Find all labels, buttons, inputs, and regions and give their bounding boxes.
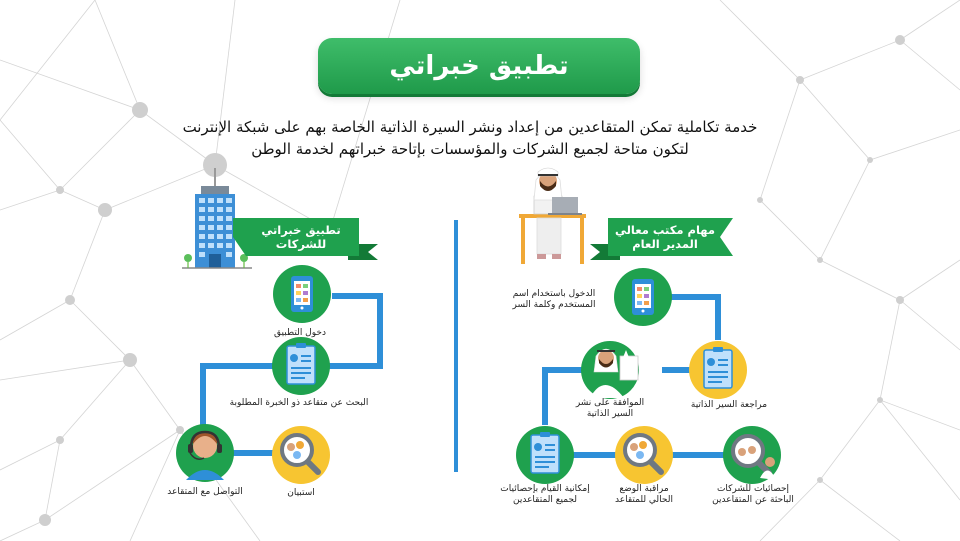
right-step-4-label-line-2: الباحثة عن المتقاعدين (712, 495, 794, 505)
right-step-2-circle (689, 341, 747, 399)
right-step-5-label-line-1: مراقبة الوضع (619, 484, 669, 494)
right-step-2-label: مراجعة السير الذاتية (684, 400, 774, 411)
right-step-3-label-line-1: الموافقة على نشر (575, 398, 645, 408)
left-step-3-label: استبيان (287, 488, 315, 498)
right-step-3-label-line-2: السير الذاتية (586, 409, 634, 419)
man-at-desk-icon (519, 167, 586, 264)
right-step-2-label-line-1: مراجعة السير الذاتية (690, 400, 768, 410)
left-step-1-label: دخول التطبيق (274, 328, 326, 338)
right-step-1-circle (614, 268, 672, 326)
left-ribbon (233, 218, 378, 260)
right-step-1-label-line-1: الدخول باستخدام اسم (512, 289, 596, 299)
right-step-3-label: الموافقة على نشر السير الذاتية (568, 398, 652, 420)
page-title: تطبيق خبراتي (318, 38, 640, 94)
left-step-2-circle (272, 337, 330, 395)
right-ribbon (590, 218, 733, 260)
right-step-6-circle (516, 426, 574, 484)
right-step-6-label-line-1: إمكانية القيام بإحصائيات (500, 484, 590, 494)
right-step-6-label: إمكانية القيام بإحصائيات لجميع المتقاعدي… (488, 484, 602, 506)
left-step-3-circle (272, 426, 330, 484)
right-step-4-circle (723, 426, 781, 484)
right-step-5-circle (615, 426, 673, 484)
right-step-1-label: الدخول باستخدام اسم المستخدم وكلمة السر (495, 289, 613, 311)
intro-line-2: لتكون متاحة لجميع الشركات والمؤسسات بإتا… (251, 140, 689, 158)
left-step-1-circle (273, 265, 331, 323)
building-icon (182, 168, 252, 269)
right-connectors (542, 294, 725, 458)
right-step-6-label-line-2: لجميع المتقاعدين (512, 495, 578, 505)
left-ribbon-text: تطبيق خبراتي للشركات (246, 223, 356, 251)
right-ribbon-line-2: المدير العام (632, 237, 698, 251)
intro-line-1: خدمة تكاملية تمكن المتقاعدين من إعداد ون… (182, 118, 758, 136)
right-step-3-circle (581, 341, 639, 399)
right-step-5-label-line-2: الحالي للمتقاعد (615, 495, 673, 505)
left-ribbon-line-1: تطبيق خبراتي (261, 223, 341, 237)
right-step-5-label: مراقبة الوضع الحالي للمتقاعد (604, 484, 684, 506)
right-step-4-label: إحصائيات للشركات الباحثة عن المتقاعدين (704, 484, 802, 506)
right-step-4-label-line-1: إحصائيات للشركات (716, 484, 790, 494)
left-ribbon-line-2: للشركات (275, 237, 327, 251)
left-step-4-circle (176, 424, 234, 482)
right-step-1-label-line-2: المستخدم وكلمة السر (512, 300, 596, 310)
left-step-2-label: البحث عن متقاعد ذو الخبرة المطلوبة (229, 398, 369, 408)
right-ribbon-line-1: مهام مكتب معالي (614, 223, 716, 237)
intro-text: خدمة تكاملية تمكن المتقاعدين من إعداد ون… (150, 116, 790, 160)
right-ribbon-text: مهام مكتب معالي المدير العام (610, 223, 720, 251)
left-step-4-label: التواصل مع المتقاعد (167, 487, 243, 497)
